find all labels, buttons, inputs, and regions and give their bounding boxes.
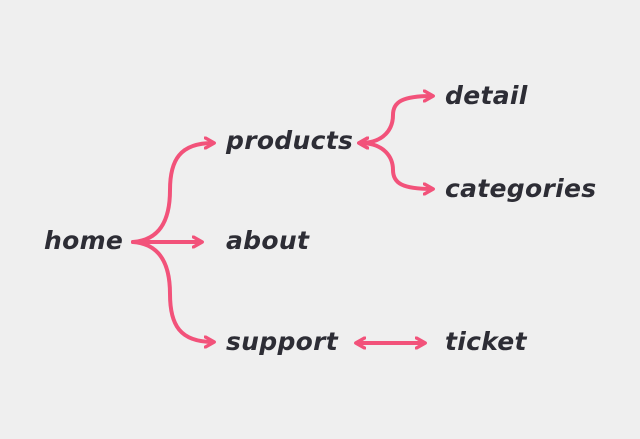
node-about: about xyxy=(226,226,310,255)
node-detail: detail xyxy=(445,81,528,110)
node-home: home xyxy=(44,226,124,255)
node-categories: categories xyxy=(445,174,597,203)
node-ticket: ticket xyxy=(445,327,527,356)
node-products: products xyxy=(226,126,354,155)
edge-products-categories xyxy=(360,143,432,189)
node-support: support xyxy=(226,327,339,356)
edge-home-products xyxy=(131,143,213,244)
edge-home-support xyxy=(131,240,213,342)
edge-products-detail xyxy=(360,96,432,143)
